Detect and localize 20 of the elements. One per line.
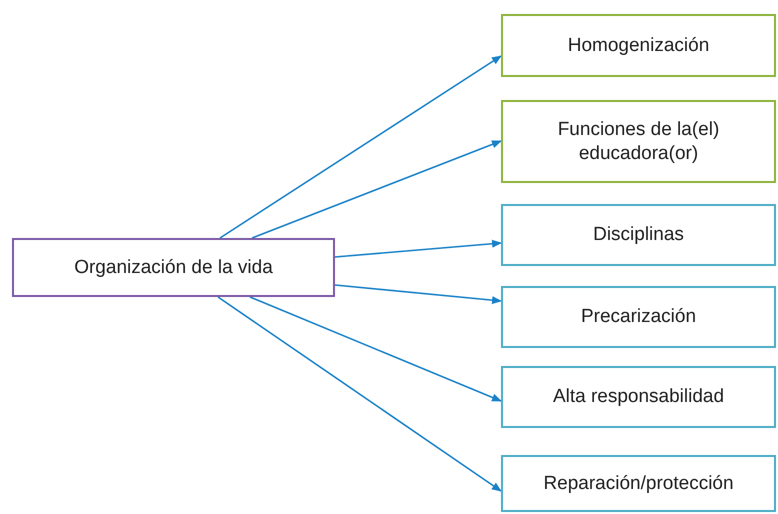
- arrow: [220, 55, 502, 239]
- arrow: [252, 140, 502, 239]
- box-label: Organización de la vida: [74, 256, 273, 280]
- category-box: [501, 455, 776, 512]
- arrow: [334, 284, 502, 304]
- box-label: Precarización: [580, 305, 696, 329]
- box-label: Homogenización: [568, 34, 710, 58]
- arrow: [250, 296, 502, 402]
- category-box: [501, 14, 776, 77]
- box-label: Reparación/protección: [543, 472, 734, 496]
- box-label: Funciones de la(el) educadora(or): [556, 118, 720, 166]
- box-label: Alta responsabilidad: [552, 385, 724, 409]
- category-box: [501, 204, 776, 266]
- category-box: [501, 100, 776, 183]
- category-box: [501, 366, 776, 428]
- category-box: [501, 286, 776, 348]
- arrow: [218, 296, 502, 492]
- box-label: Disciplinas: [593, 223, 684, 247]
- arrow: [334, 240, 502, 258]
- topic-box: [12, 238, 335, 297]
